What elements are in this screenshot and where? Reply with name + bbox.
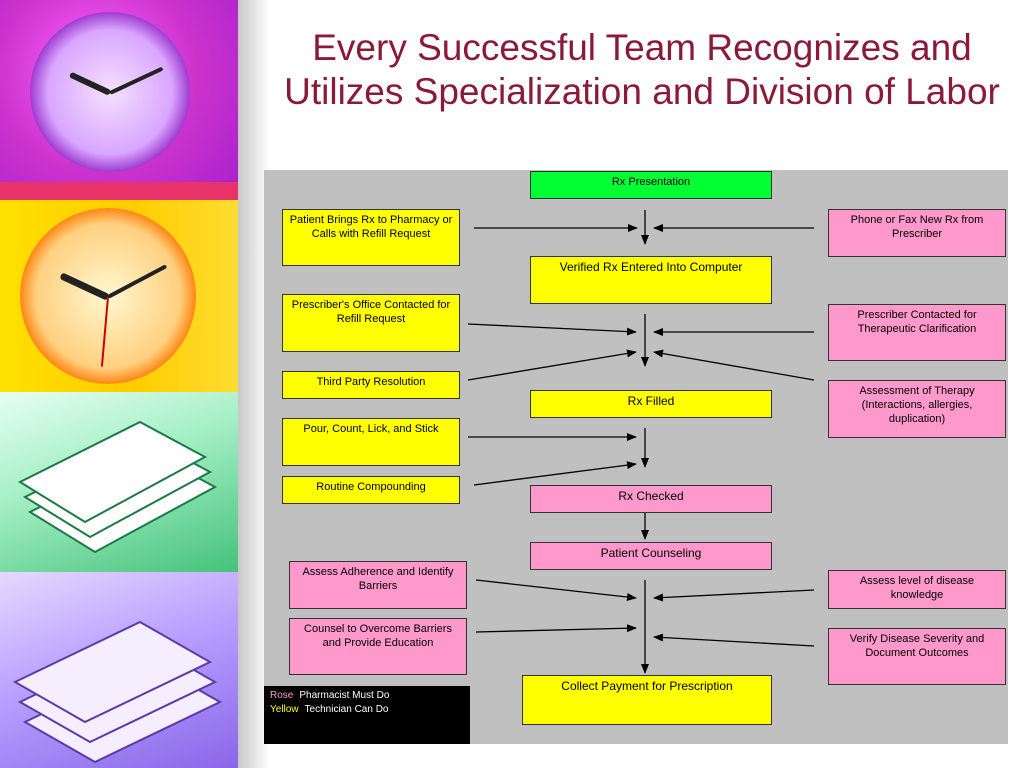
- yellow-clock-panel: [0, 200, 240, 392]
- workflow-diagram: Rx Presentation Verified Rx Entered Into…: [264, 170, 1008, 744]
- purple-papers-panel: [0, 572, 240, 768]
- routine-compounding-box: Routine Compounding: [282, 476, 460, 504]
- phone-fax-rx-box: Phone or Fax New Rx from Prescriber: [828, 209, 1006, 257]
- assess-disease-knowledge-box: Assess level of disease knowledge: [828, 570, 1006, 609]
- green-papers-panel: [0, 392, 240, 572]
- red-band: [0, 182, 240, 200]
- patient-brings-rx-box: Patient Brings Rx to Pharmacy or Calls w…: [282, 209, 460, 266]
- legend-row-rose: Rose Pharmacist Must Do: [270, 689, 464, 703]
- legend-value-rose: Pharmacist Must Do: [299, 690, 390, 701]
- rx-filled-box: Rx Filled: [530, 390, 772, 418]
- legend-key-rose: Rose: [270, 690, 294, 701]
- rx-presentation-box: Rx Presentation: [530, 171, 772, 199]
- rx-checked-box: Rx Checked: [530, 485, 772, 513]
- purple-clock-panel: [0, 0, 240, 182]
- assessment-therapy-box: Assessment of Therapy (Interactions, all…: [828, 380, 1006, 438]
- legend-key-yellow: Yellow: [270, 704, 299, 715]
- papers-icon: [12, 620, 223, 764]
- decorative-image-strip: [0, 0, 240, 768]
- collect-payment-box: Collect Payment for Prescription: [522, 675, 772, 725]
- prescriber-contacted-box: Prescriber Contacted for Therapeutic Cla…: [828, 304, 1006, 361]
- prescriber-office-contacted-box: Prescriber's Office Contacted for Refill…: [282, 294, 460, 352]
- counsel-barriers-box: Counsel to Overcome Barriers and Provide…: [289, 618, 467, 675]
- color-legend: Rose Pharmacist Must Do Yellow Technician …: [264, 686, 470, 744]
- third-party-resolution-box: Third Party Resolution: [282, 371, 460, 399]
- verify-disease-severity-box: Verify Disease Severity and Document Out…: [828, 628, 1006, 685]
- patient-counseling-box: Patient Counseling: [530, 542, 772, 570]
- papers-icon: [17, 420, 218, 554]
- clock-icon: [30, 12, 190, 172]
- clock-icon: [20, 208, 196, 384]
- legend-row-yellow: Yellow Technician Can Do: [270, 703, 464, 717]
- flow-arrows: [467, 210, 815, 674]
- verified-rx-entered-box: Verified Rx Entered Into Computer: [530, 256, 772, 304]
- assess-adherence-box: Assess Adherence and Identify Barriers: [289, 561, 467, 609]
- pour-count-box: Pour, Count, Lick, and Stick: [282, 418, 460, 466]
- slide-title: Every Successful Team Recognizes and Uti…: [284, 27, 1000, 112]
- legend-value-yellow: Technician Can Do: [304, 704, 389, 715]
